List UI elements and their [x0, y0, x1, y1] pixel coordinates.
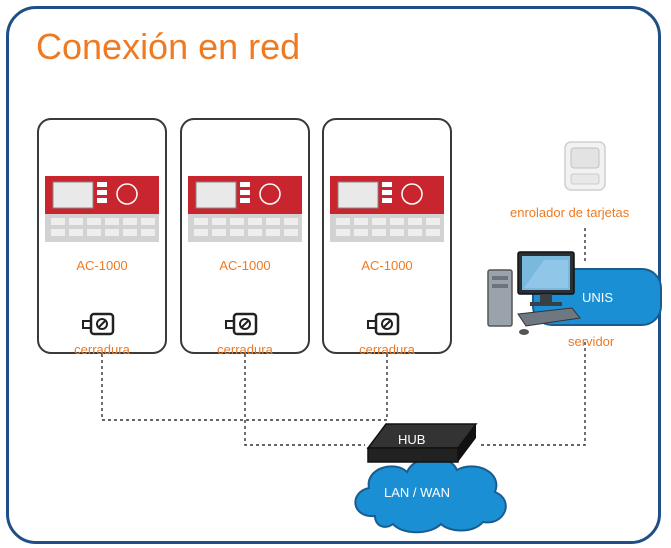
lock-label: cerradura	[217, 342, 273, 357]
access-device-2: AC-1000 cerradura	[180, 118, 310, 357]
access-device-1: AC-1000 cerradura	[37, 118, 167, 357]
diagram-title: Conexión en red	[36, 26, 301, 67]
lock-icon	[225, 312, 258, 336]
lock-icon	[367, 312, 400, 336]
terminal-panel	[45, 176, 159, 242]
device-2-link	[244, 354, 365, 446]
access-device-3: AC-1000 cerradura	[322, 118, 452, 357]
unis-label: UNIS	[582, 290, 614, 305]
device-label: AC-1000	[219, 258, 271, 273]
device-label: AC-1000	[361, 258, 413, 273]
hub-device-icon	[366, 423, 478, 463]
server-computer-icon	[487, 251, 581, 335]
lock-icon	[82, 312, 115, 336]
network-cloud-icon	[354, 456, 507, 534]
device-label: AC-1000	[76, 258, 128, 273]
terminal-panel	[330, 176, 444, 242]
card-enroller-icon	[564, 141, 606, 191]
server-label: servidor	[568, 334, 615, 349]
card-enroller-label: enrolador de tarjetas	[510, 205, 630, 220]
lock-label: cerradura	[74, 342, 130, 357]
terminal-panel	[188, 176, 302, 242]
device-1-link	[101, 354, 387, 421]
hub-label: HUB	[398, 432, 426, 447]
lock-label: cerradura	[359, 342, 415, 357]
network-label: LAN / WAN	[384, 485, 450, 500]
server-link	[478, 342, 586, 446]
